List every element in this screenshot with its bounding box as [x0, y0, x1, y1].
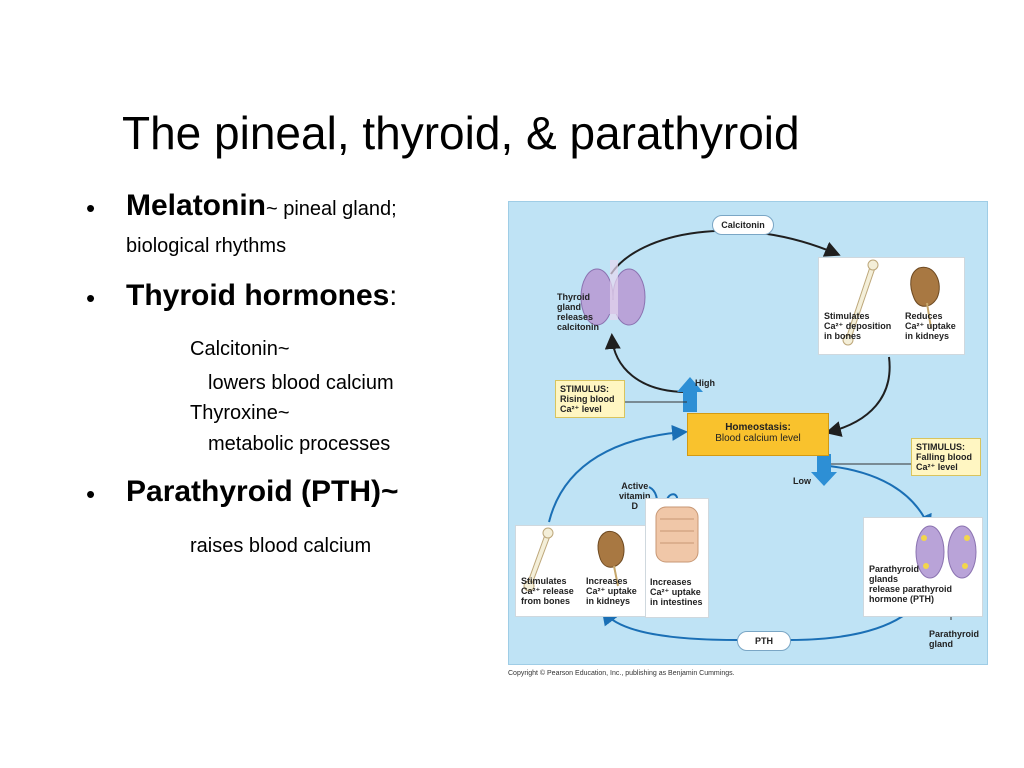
arrow-pth-to-kidney [601, 608, 738, 641]
bullet-dot: • [86, 479, 96, 509]
pth-pill: PTH [737, 631, 791, 651]
thyroxine-desc: metabolic processes [208, 433, 391, 455]
bullet-parathyroid: • Parathyroid (PTH)~ [86, 475, 399, 510]
low-label: Low [793, 476, 811, 486]
low-arrow [811, 454, 837, 486]
melatonin-desc: ~ pineal gland; [266, 198, 397, 220]
arrow-high-to-thyroid [604, 333, 688, 393]
bone-kidney-icon [842, 259, 940, 346]
calcitonin-line: Calcitonin~ [190, 338, 290, 360]
high-label: High [695, 378, 715, 388]
bullet-melatonin: • Melatonin~ pineal gland; biological rh… [86, 189, 397, 257]
melatonin-term: Melatonin [126, 189, 266, 222]
thyroid-colon: : [389, 280, 398, 311]
high-arrow [677, 377, 703, 412]
thyroid-term: Thyroid hormones [126, 279, 390, 312]
arrow-targets-to-homeostasis [825, 356, 891, 437]
bullet-thyroid: • Thyroid hormones: [86, 279, 397, 314]
thyroxine-line: Thyroxine~ [190, 402, 290, 424]
bone-kidney-intestine-icon [523, 527, 625, 592]
arrow-thyroid-to-targets [610, 229, 841, 275]
arrow-low-to-parathyroid [828, 465, 932, 531]
arrow-bones-to-homeostasis [548, 424, 688, 523]
parathyroid-term: Parathyroid (PTH)~ [126, 475, 399, 508]
bullet-dot: • [86, 193, 96, 223]
bullet-dot: • [86, 283, 96, 313]
calcitonin-pill: Calcitonin [712, 215, 774, 235]
melatonin-line2: biological rhythms [126, 235, 287, 257]
calcitonin-desc: lowers blood calcium [208, 372, 394, 394]
pth-desc: raises blood calcium [190, 535, 372, 557]
homeostasis-box: Homeostasis: Blood calcium level [687, 413, 829, 456]
slide-title: The pineal, thyroid, & parathyroid [122, 107, 800, 159]
parathyroid-gland-icon [915, 525, 977, 579]
copyright-note: Copyright © Pearson Education, Inc., pub… [508, 670, 735, 677]
thyroid-gland-icon [580, 260, 646, 326]
intestine-icon [655, 506, 699, 563]
